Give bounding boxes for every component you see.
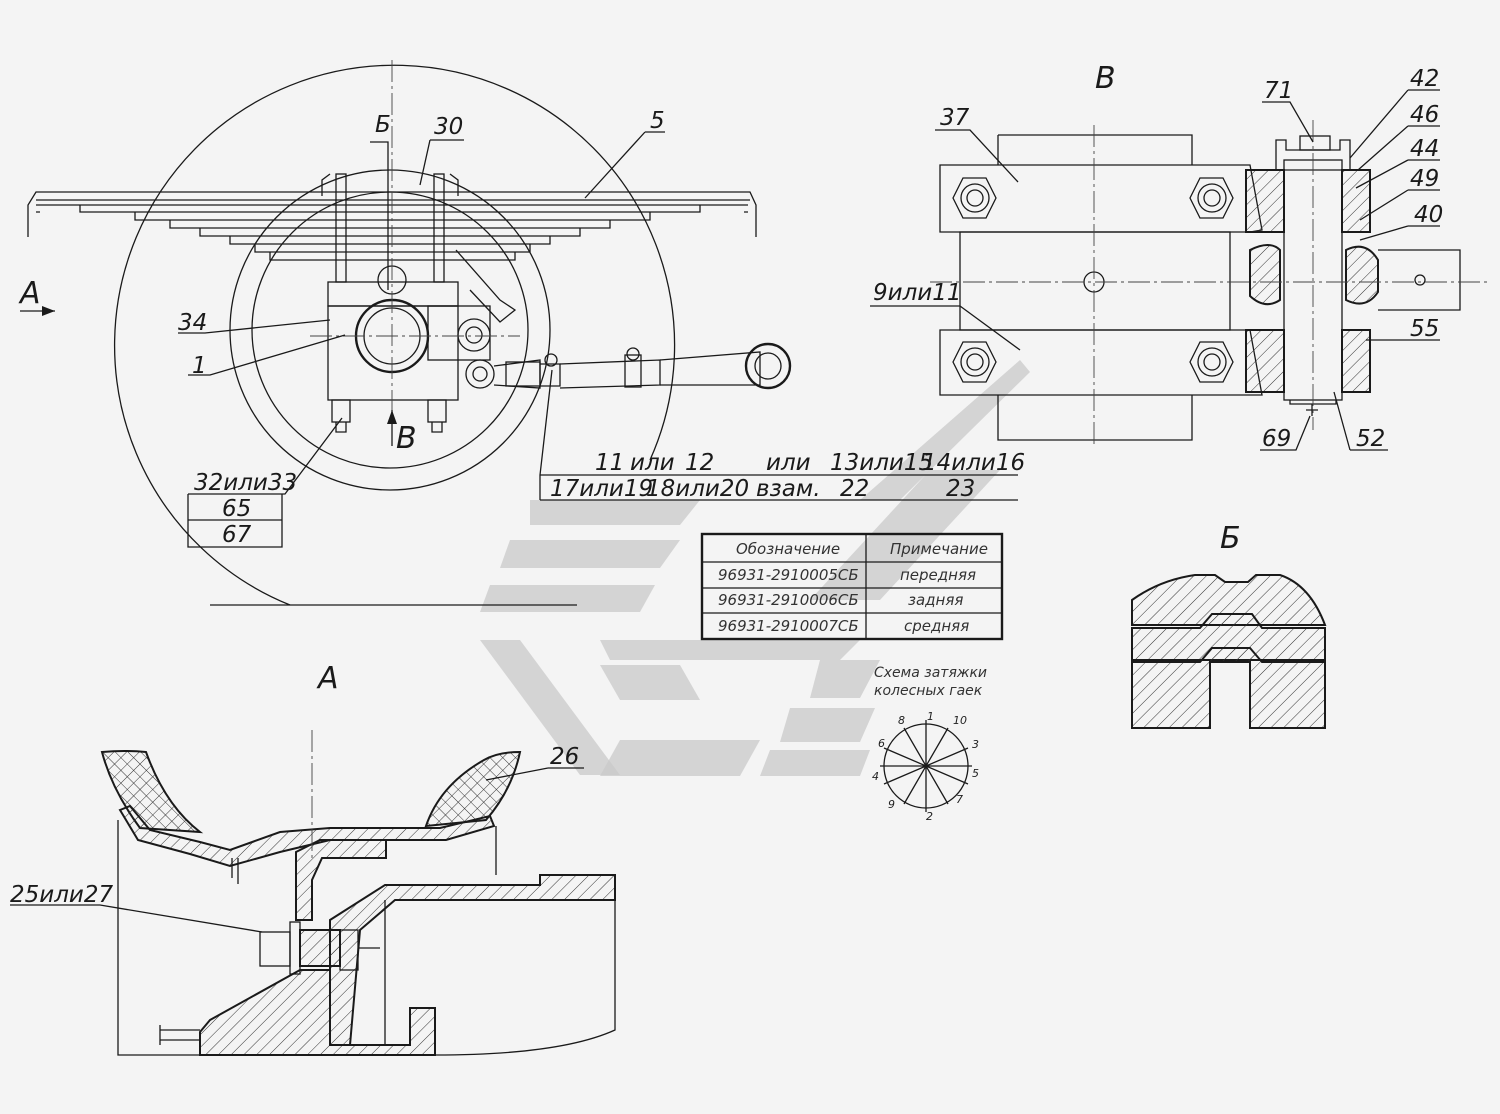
wheel-nut [259,931,291,967]
view-a-title: А [316,661,339,696]
variant-12: 12 [685,450,714,476]
table-row-1-designation: 96931-2910005СБ [718,566,859,584]
table-header-designation: Обозначение [736,540,840,558]
view-a: А 26 25или27 [10,661,616,1056]
callout-37: 37 [940,105,970,131]
variant-13-or-15: 13или15 [830,450,933,476]
view-b-title: Б [1220,521,1241,556]
variant-18-or-20: 18или20 [646,476,749,502]
scheme-num-8: 8 [898,714,905,727]
scheme-num-2: 2 [926,810,933,823]
view-a-arrow-icon [42,306,55,316]
callout-9-or-11: 9или11 [873,280,962,306]
main-view: Б 30 5 34 1 32или33 65 67 А В 11 или 12 … [18,60,1025,606]
scheme-num-9: 9 [888,798,895,811]
callout-46: 46 [1410,102,1439,128]
view-v-title: В [1095,61,1116,96]
callout-42: 42 [1410,66,1439,92]
callout-5: 5 [650,108,665,134]
variant-11: 11 [595,450,624,476]
callout-26: 26 [550,744,579,770]
view-a-label: А [18,276,41,311]
callout-1: 1 [192,353,207,379]
variant-or-1: или [630,450,675,476]
scheme-title-line2: колесных гаек [874,683,983,699]
table-header-note: Примечание [890,540,988,558]
variant-or-2: или [766,450,811,476]
view-v-arrow-icon [387,410,397,424]
scheme-num-1: 1 [927,710,934,723]
callout-section-b: Б [375,112,391,138]
table-row-3-designation: 96931-2910007СБ [718,617,859,635]
variant-22: 22 [840,476,869,502]
callout-71: 71 [1264,78,1293,104]
table-row-3-note: средняя [904,617,969,635]
callout-25-or-27: 25или27 [10,882,113,908]
tie-rod [493,342,792,390]
bolt-heads [952,177,1234,383]
scheme-num-5: 5 [972,767,979,780]
callout-69: 69 [1262,426,1291,452]
view-v: В [870,61,1490,452]
table-row-2-note: задняя [908,591,963,609]
variant-23: 23 [946,476,975,502]
callout-34: 34 [178,310,207,336]
wheel-outer-contour [113,64,676,606]
scheme-num-10: 10 [953,714,967,727]
callout-49: 49 [1410,166,1439,192]
callout-67: 67 [222,522,252,548]
callout-32-or-33: 32или33 [194,470,297,496]
scheme-num-6: 6 [878,737,885,750]
variant-14-or-16: 14или16 [922,450,1025,476]
callout-65: 65 [222,496,251,522]
table-row-2-designation: 96931-2910006СБ [718,591,859,609]
variant-replace: взам. [756,476,821,502]
scheme-num-3: 3 [972,738,979,751]
table-row-1-note: передняя [900,566,976,584]
variant-table: Обозначение Примечание 96931-2910005СБ п… [700,532,1004,641]
callout-40: 40 [1414,202,1443,228]
callout-44: 44 [1410,136,1439,162]
tightening-scheme: Схема затяжки колесных гаек 1 10 3 5 7 2… [872,665,987,823]
view-b: Б [1131,521,1327,729]
variant-17-or-19: 17или19 [550,476,653,502]
brake-drum [229,169,551,491]
callout-55: 55 [1410,316,1439,342]
scheme-num-7: 7 [956,793,963,806]
tie-rod-eye [744,342,792,390]
tire-section [100,750,204,834]
callout-30: 30 [434,114,463,140]
callout-52: 52 [1356,426,1385,452]
scheme-title-line1: Схема затяжки [874,665,987,681]
scheme-num-4: 4 [872,770,879,783]
view-v-label: В [396,421,417,456]
